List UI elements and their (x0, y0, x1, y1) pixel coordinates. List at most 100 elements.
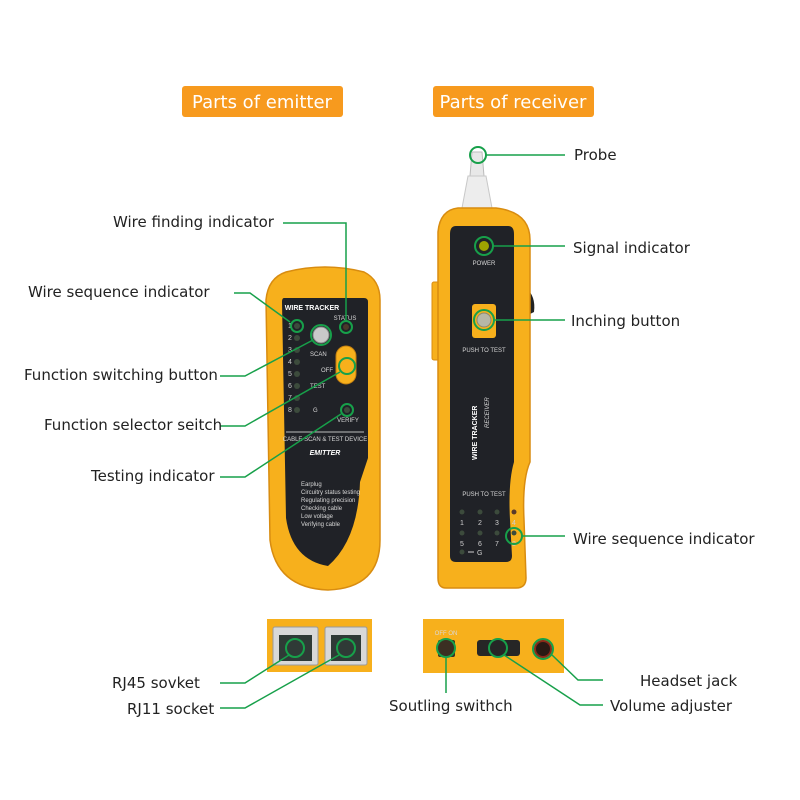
emitter-sequence-leds: 1 2 3 4 5 6 7 8 (288, 323, 300, 414)
callout-lines (220, 146, 603, 709)
label-switch: Soutling swithch (389, 697, 513, 715)
off-on-label: OFF ON (435, 631, 458, 637)
inching-button[interactable] (476, 312, 492, 328)
emitter-device: WIRE TRACKER STATUS 1 2 3 4 5 6 7 8 SCAN… (265, 266, 381, 591)
label-function-switching-button: Function switching button (24, 366, 218, 384)
rx-led-4 (511, 509, 517, 515)
led-seq-8 (294, 407, 300, 413)
seq-num-2: 2 (288, 335, 292, 342)
seq-num-1: 1 (288, 323, 292, 330)
callout-ring-wire-finding (339, 320, 353, 334)
emitter-brand: WIRE TRACKER (285, 305, 339, 312)
rx-num-1: 1 (460, 520, 464, 527)
feature-5: Low voltage (301, 514, 334, 520)
led-seq-2 (294, 335, 300, 341)
rx-led-2 (477, 509, 483, 515)
callout-line-headset (551, 654, 603, 681)
receiver-model: RECEIVER (485, 397, 491, 428)
rx-num-3: 3 (495, 520, 499, 527)
headset-jack[interactable] (534, 640, 552, 658)
callout-ring-volume (488, 638, 508, 658)
probe-tip (469, 151, 485, 177)
emitter-feature-list: Earplug Circuitry status testing Regulat… (301, 482, 360, 528)
rx-num-7: 7 (495, 541, 499, 548)
push-to-test-bottom: PUSH TO TEST (462, 492, 506, 498)
led-seq-6 (294, 383, 300, 389)
push-to-test-top: PUSH TO TEST (462, 348, 506, 354)
feature-1: Earplug (301, 482, 322, 488)
callout-line-testing (220, 413, 342, 478)
receiver-control-panel: OFF ON (423, 619, 564, 673)
g-label: G (313, 408, 318, 414)
rx-led-8 (511, 530, 517, 536)
rx-g-label: G (477, 550, 482, 557)
label-rj11: RJ11 socket (127, 700, 214, 718)
emitter-header: Parts of emitter (182, 86, 343, 117)
receiver-header: Parts of receiver (433, 86, 594, 117)
label-wire-sequence-indicator: Wire sequence indicator (28, 283, 210, 301)
volume-wheel[interactable] (477, 640, 520, 656)
feature-6: Verifying cable (301, 522, 341, 528)
callout-line-function-selector (220, 371, 341, 427)
seq-num-5: 5 (288, 371, 292, 378)
rx-led-5 (459, 530, 465, 536)
label-inching-button: Inching button (571, 312, 680, 330)
off-label: OFF (321, 368, 333, 374)
emitter-header-text: Parts of emitter (192, 92, 333, 113)
rx-led-3 (494, 509, 500, 515)
seq-num-6: 6 (288, 383, 292, 390)
feature-4: Checking cable (301, 506, 343, 512)
callout-ring-rj11 (336, 638, 356, 658)
label-function-selector-switch: Function selector seitch (44, 416, 222, 434)
label-testing-indicator: Testing indicator (90, 467, 215, 485)
callout-line-rj11 (220, 654, 340, 709)
probe-cone (461, 175, 493, 209)
label-wire-finding-indicator: Wire finding indicator (113, 213, 275, 231)
callout-ring-function-switching (310, 324, 332, 346)
led-seq-5 (294, 371, 300, 377)
receiver-face (450, 226, 514, 562)
seq-num-3: 3 (288, 347, 292, 354)
feature-2: Circuitry status testing (301, 490, 360, 496)
label-volume: Volume adjuster (610, 697, 733, 715)
emitter-subtitle: CABLE SCAN & TEST DEVICE (283, 437, 367, 443)
verify-label: VERIFY (337, 418, 359, 424)
rx-num-6: 6 (478, 541, 482, 548)
callout-line-function-switching (220, 339, 314, 377)
rx-num-2: 2 (478, 520, 482, 527)
rx-led-1 (459, 509, 465, 515)
receiver-brand: WIRE TRACKER (472, 406, 479, 460)
callout-line-rj45 (220, 654, 290, 684)
led-seq-1 (294, 323, 300, 329)
seq-num-8: 8 (288, 407, 292, 414)
callout-line-wire-sequence (234, 292, 291, 323)
callout-ring-wire-sequence (290, 319, 304, 333)
emitter-status-label: STATUS (334, 316, 357, 322)
receiver-device: POWER PUSH TO TEST WIRE TRACKER RECEIVER… (431, 151, 535, 589)
receiver-header-banner (433, 86, 594, 117)
callout-labels: Wire finding indicator Wire sequence ind… (24, 146, 755, 718)
feature-3: Regulating precision (301, 498, 355, 504)
rx-num-5: 5 (460, 541, 464, 548)
testing-led (344, 407, 350, 413)
callout-line-wire-finding (283, 222, 347, 322)
outing-switch[interactable] (438, 640, 455, 657)
label-rx-wire-sequence-indicator: Wire sequence indicator (573, 530, 755, 548)
rx-num-4: 4 (512, 520, 516, 527)
emitter-socket-panel (267, 619, 372, 672)
function-selector-switch[interactable] (335, 345, 357, 385)
rx-led-7 (494, 530, 500, 536)
label-headset: Headset jack (640, 672, 738, 690)
scan-label: SCAN (310, 352, 327, 358)
led-seq-4 (294, 359, 300, 365)
seq-num-4: 4 (288, 359, 292, 366)
callout-ring-headset (532, 638, 554, 660)
function-switching-button[interactable] (312, 326, 330, 344)
callout-ring-testing (340, 403, 354, 417)
label-signal-indicator: Signal indicator (573, 239, 691, 257)
receiver-header-text: Parts of receiver (440, 92, 587, 113)
callout-ring-function-selector (338, 357, 356, 375)
callout-ring-rj45 (285, 638, 305, 658)
callout-line-volume (503, 654, 603, 706)
seq-num-7: 7 (288, 395, 292, 402)
